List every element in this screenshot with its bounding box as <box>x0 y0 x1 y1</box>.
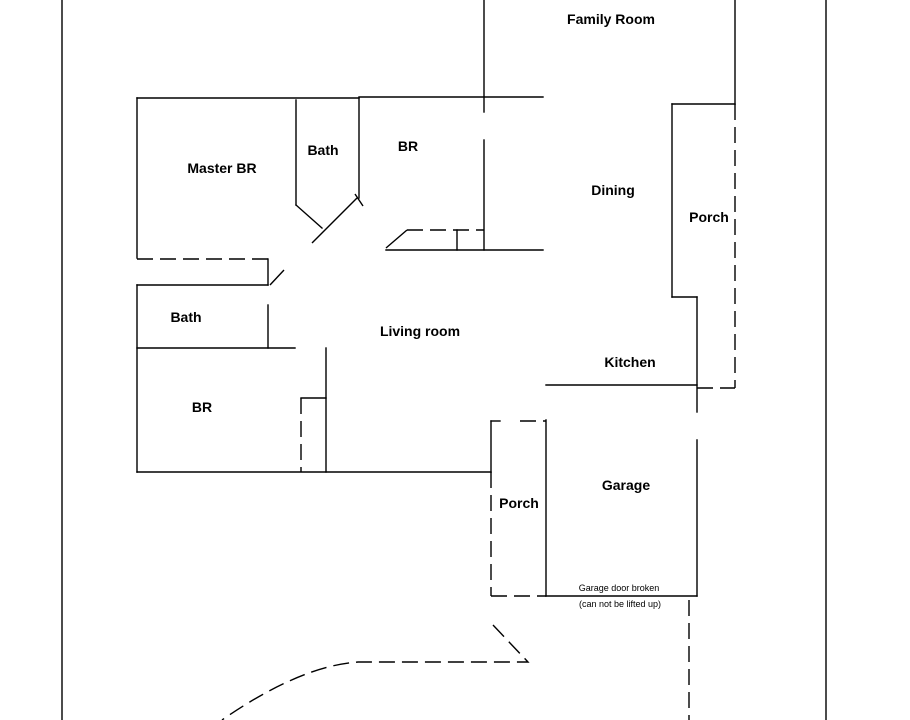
property-boundary <box>61 0 827 720</box>
bedroom-top-walls <box>358 96 544 251</box>
garage-walls <box>545 384 698 597</box>
bath-label: Bath <box>170 309 201 325</box>
porch-right-walls <box>671 103 736 413</box>
garage-door-note-line2: (can not be lifted up) <box>579 599 661 609</box>
porch-front-label: Porch <box>499 495 539 511</box>
family-room-label: Family Room <box>567 11 655 27</box>
bath-walls <box>136 258 296 473</box>
porch-right-label: Porch <box>689 209 729 225</box>
dining-label: Dining <box>591 182 635 198</box>
bedroom-bottom-walls <box>136 347 492 473</box>
kitchen-label: Kitchen <box>604 354 655 370</box>
family-room-walls <box>483 0 736 113</box>
garage-door-note-line1: Garage door broken <box>579 583 660 593</box>
master-bath-label: Bath <box>307 142 338 158</box>
bedroom-bottom-label: BR <box>192 399 212 415</box>
master-br-label: Master BR <box>187 160 256 176</box>
bedroom-top-label: BR <box>398 138 418 154</box>
porch-front-walls <box>490 420 546 597</box>
master-suite-walls <box>136 97 364 259</box>
driveway <box>221 600 690 720</box>
garage-label: Garage <box>602 477 650 493</box>
living-room-label: Living room <box>380 323 460 339</box>
